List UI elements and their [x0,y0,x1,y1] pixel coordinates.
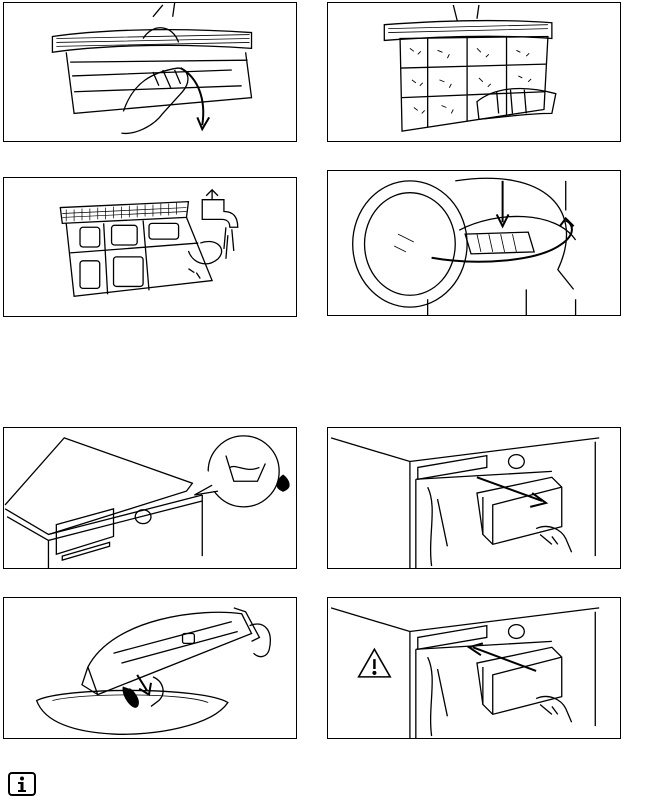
illustration-pull-container [327,427,621,569]
info-icon [8,772,36,796]
illustration-open-filter [327,2,621,142]
illustration-lift-filter [3,2,297,142]
illustration-empty-container [3,597,297,739]
illustration-insert-filter [327,170,621,316]
illustration-rinse-filter [3,177,297,317]
illustration-insert-container [327,597,621,739]
illustration-container-full [3,427,297,569]
warning-triangle-icon [359,649,391,677]
